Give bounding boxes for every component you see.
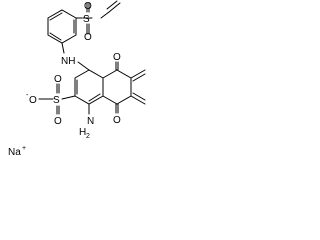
sulfonate-o-minus-label: O bbox=[29, 95, 37, 106]
chemical-structure-drawing: S O O NH O O bbox=[8, 0, 146, 158]
sodium-charge-label: + bbox=[22, 145, 26, 152]
amino-h-subscript: 2 bbox=[86, 133, 90, 140]
benzo-ring bbox=[130, 69, 146, 105]
amino-n-label: N bbox=[87, 116, 94, 127]
sulfonate-o-top-label: O bbox=[54, 74, 62, 85]
ketone-o-top-label: O bbox=[113, 52, 121, 63]
ketone-o-bottom-label: O bbox=[113, 115, 121, 126]
sulfonate-o-bottom-label: O bbox=[54, 116, 62, 127]
nh-bridge: NH bbox=[61, 56, 90, 71]
sodium-ion: Na + bbox=[8, 145, 26, 158]
sulfone-group: S O O bbox=[82, 1, 93, 43]
vinyl-group bbox=[100, 0, 121, 19]
minus-charge-label: - bbox=[26, 92, 29, 99]
amino-group: N H 2 bbox=[79, 103, 94, 140]
sulfonate-s-label: S bbox=[53, 95, 60, 106]
amino-h-label: H bbox=[79, 127, 86, 138]
sulfone-o-top-label: O bbox=[84, 1, 92, 12]
sulfonate-group: S O O O - bbox=[26, 74, 76, 127]
quinone-ring: O O bbox=[102, 52, 132, 126]
sulfone-s-label: S bbox=[83, 14, 90, 25]
sodium-label: Na bbox=[8, 147, 21, 158]
sulfone-o-bottom-label: O bbox=[84, 32, 92, 43]
aminosulfonate-ring bbox=[74, 69, 104, 105]
phenyl-ring bbox=[47, 9, 83, 54]
nh-label: NH bbox=[61, 56, 75, 67]
